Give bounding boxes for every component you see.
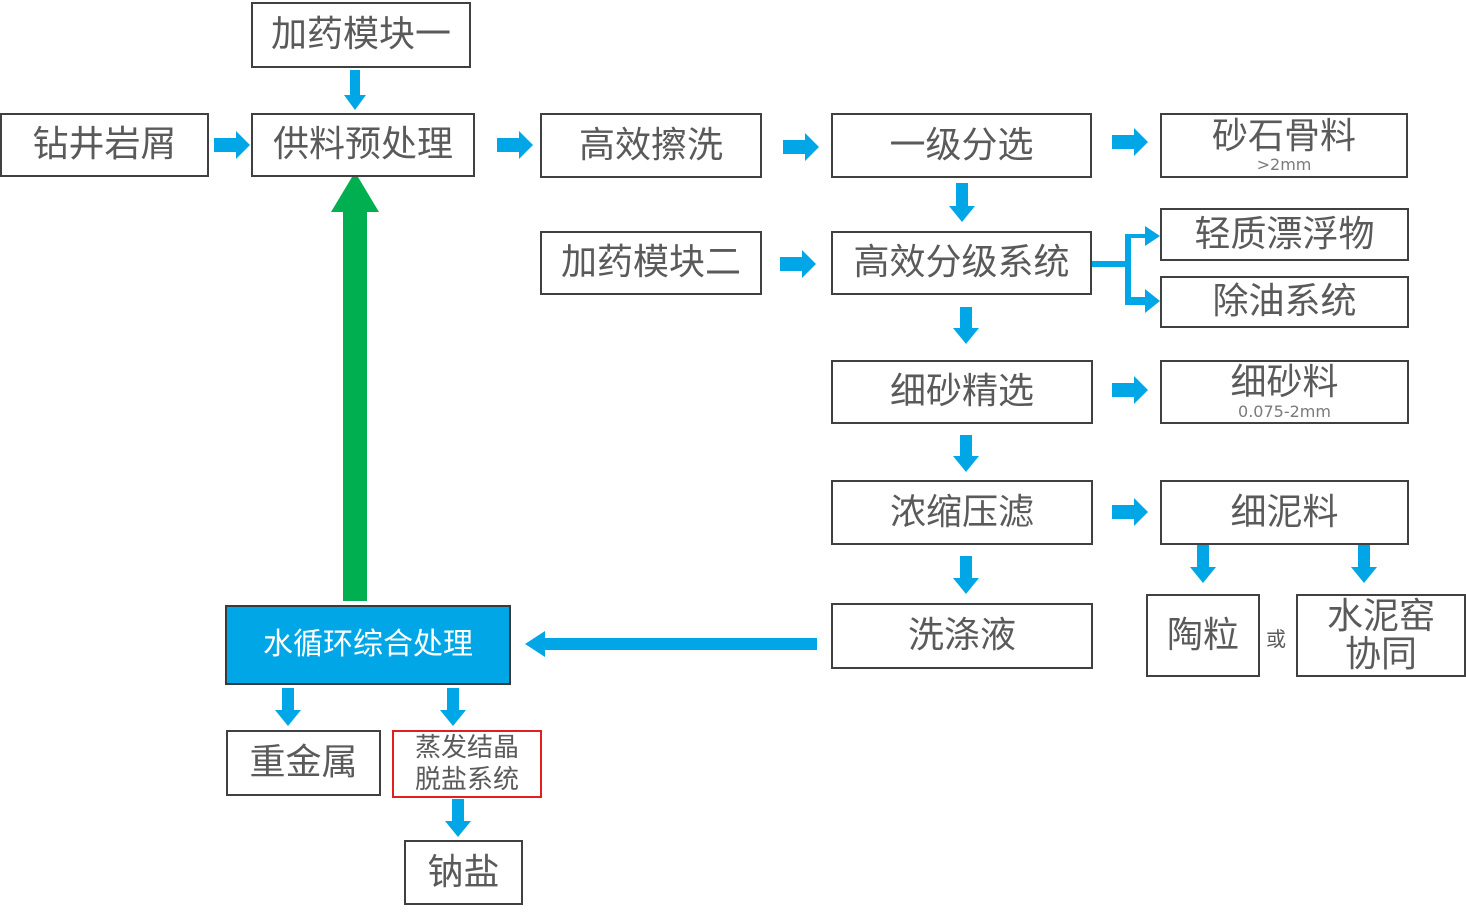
feed-pretreatment-label: 供料预处理	[272, 124, 453, 166]
arrow-grading-branch	[1092, 226, 1160, 313]
arrow-finesand-to-product	[1112, 376, 1148, 404]
arrow-sorting-to-aggregate	[1112, 128, 1148, 156]
arrow-evap-to-salt	[445, 799, 471, 837]
dosing-module-1-box: 加药模块一	[251, 2, 471, 68]
efficient-scrubbing-box: 高效擦洗	[540, 113, 762, 178]
fine-sand-selection-label: 细砂精选	[889, 371, 1034, 413]
fine-mud-box: 细泥料	[1160, 480, 1409, 545]
sand-aggregate-box: 砂石骨料 >2mm	[1160, 113, 1408, 178]
sand-aggregate-spec: >2mm	[1256, 155, 1312, 175]
arrow-water-recycle	[331, 172, 379, 601]
drill-cuttings-box: 钻井岩屑	[0, 113, 209, 177]
drill-cuttings-label: 钻井岩屑	[32, 124, 177, 166]
arrow-dosing2-to-grading	[780, 250, 816, 278]
fine-sand-box: 细砂料 0.075-2mm	[1160, 360, 1409, 424]
efficient-grading-label: 高效分级系统	[853, 242, 1070, 284]
light-floats-label: 轻质漂浮物	[1194, 213, 1375, 255]
evap-line2: 脱盐系统	[414, 765, 519, 795]
evap-line1: 蒸发结晶	[414, 732, 519, 763]
light-floats-box: 轻质漂浮物	[1160, 208, 1409, 261]
dosing-module-1-label: 加药模块一	[270, 14, 451, 56]
sand-aggregate-label: 砂石骨料	[1211, 115, 1356, 157]
dosing-module-2-label: 加药模块二	[560, 242, 741, 284]
arrow-dosing1-to-pretreatment	[344, 70, 366, 110]
heavy-metal-label: 重金属	[249, 742, 358, 784]
primary-sorting-label: 一级分选	[889, 124, 1034, 166]
dosing-module-2-box: 加药模块二	[540, 231, 762, 295]
washing-liquid-label: 洗涤液	[907, 615, 1016, 657]
fine-sand-spec: 0.075-2mm	[1238, 401, 1331, 421]
thickening-filter-box: 浓缩压滤	[831, 480, 1093, 545]
oil-removal-box: 除油系统	[1160, 276, 1409, 328]
oil-removal-label: 除油系统	[1212, 281, 1357, 323]
sodium-salt-label: 钠盐	[427, 851, 500, 893]
ceramsite-box: 陶粒	[1146, 594, 1260, 677]
water-treatment-box: 水循环综合处理	[225, 605, 511, 685]
thickening-filter-label: 浓缩压滤	[889, 491, 1034, 533]
cement-kiln-box: 水泥窑 协同	[1296, 594, 1466, 677]
cement-kiln-line1: 水泥窑	[1326, 595, 1435, 637]
efficient-scrubbing-label: 高效擦洗	[578, 124, 723, 166]
arrow-finesand-to-thickening	[953, 435, 979, 472]
fine-sand-label: 细砂料	[1230, 362, 1339, 404]
arrow-water-to-metal	[275, 688, 301, 726]
arrow-thickening-to-mud	[1112, 498, 1148, 526]
arrow-grading-to-finesand	[953, 307, 979, 344]
feed-pretreatment-box: 供料预处理	[251, 113, 475, 177]
arrow-mud-to-ceramsite	[1190, 545, 1216, 583]
washing-liquid-box: 洗涤液	[831, 603, 1093, 669]
evaporation-desalination-box: 蒸发结晶 脱盐系统	[392, 730, 542, 798]
arrow-pretreatment-to-scrubbing	[497, 131, 533, 159]
cement-kiln-line2: 协同	[1344, 633, 1417, 675]
fine-sand-selection-box: 细砂精选	[831, 360, 1093, 424]
or-label: 或	[1266, 627, 1286, 651]
arrow-water-to-evap	[440, 688, 466, 726]
fine-mud-label: 细泥料	[1230, 491, 1339, 533]
water-treatment-label: 水循环综合处理	[263, 627, 473, 663]
efficient-grading-box: 高效分级系统	[831, 231, 1092, 295]
arrow-thickening-to-washing	[953, 556, 979, 594]
arrow-scrubbing-to-sorting	[783, 133, 819, 161]
arrow-sorting-to-grading	[949, 183, 975, 222]
arrow-mud-to-cement	[1351, 545, 1377, 583]
primary-sorting-box: 一级分选	[831, 113, 1092, 178]
sodium-salt-box: 钠盐	[404, 840, 523, 905]
arrow-cuttings-to-pretreatment	[214, 131, 250, 159]
ceramsite-label: 陶粒	[1166, 614, 1239, 656]
heavy-metal-box: 重金属	[226, 730, 381, 796]
arrow-washing-to-water	[525, 631, 817, 657]
